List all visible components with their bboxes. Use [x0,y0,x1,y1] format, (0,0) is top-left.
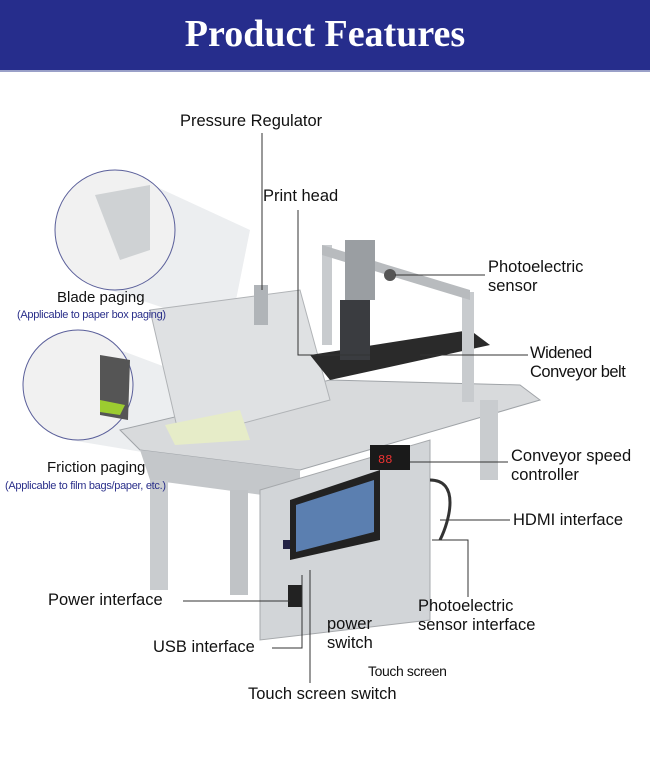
label-touch-screen: Touch screen [368,663,447,679]
cables [429,478,452,541]
label-line: Conveyor belt [530,363,626,381]
blade-detail [95,185,150,260]
label-pressure-regulator: Pressure Regulator [180,112,323,130]
friction-paper [100,400,125,415]
label-line: sensor interface [418,616,536,634]
leg-mid [230,490,248,595]
speed-controller-panel [370,445,410,470]
gantry-post-right [462,292,474,402]
table-front [140,450,300,500]
label-photoelectric-sensor: Photoelectric sensor [488,258,583,296]
label-speed-controller: Conveyor speed controller [511,447,631,485]
label-line: Photoelectric [488,258,584,276]
friction-paging-note: (Applicable to film bags/paper, etc.) [5,480,166,492]
label-line: Photoelectric [418,597,514,615]
blade-paging-title: Blade paging [57,289,145,306]
print-head-mount [345,240,375,300]
label-usb: USB interface [153,638,255,656]
power-interface-port [288,585,302,607]
label-line: switch [327,634,373,652]
conveyor-belt [310,330,490,380]
touch-screen-switch [283,540,290,549]
label-line: power [327,615,372,633]
label-hdmi: HDMI interface [513,511,624,529]
svg-text:88: 88 [378,453,392,467]
print-head [340,300,370,360]
label-power-switch: power switch [327,615,373,653]
label-line: controller [511,466,579,484]
feeder-plate [149,289,331,441]
gantry-post-left [322,245,332,345]
touch-screen-display [296,480,374,552]
label-power-interface: Power interface [48,591,163,609]
leg-right [480,400,498,480]
label-print-head: Print head [263,187,339,205]
photoelectric-sensor [384,269,396,281]
label-line: sensor [488,277,538,295]
gantry-beam [322,245,470,300]
label-conveyor-belt: Widened Conveyor belt [530,344,626,382]
page-title: Product Features [184,13,466,55]
paper-stack [165,410,250,445]
label-line: Conveyor speed [511,447,632,465]
label-sensor-interface: Photoelectric sensor interface [418,597,535,635]
friction-paging-title: Friction paging [47,459,146,476]
pressure-regulator [254,285,268,325]
leg-left [150,480,168,590]
blade-paging-note: (Applicable to paper box paging) [17,309,166,321]
label-line: Widened [530,344,592,362]
leader-lines [183,133,528,683]
header-banner: Product Features [0,0,650,72]
label-touch-screen-switch: Touch screen switch [248,685,397,703]
